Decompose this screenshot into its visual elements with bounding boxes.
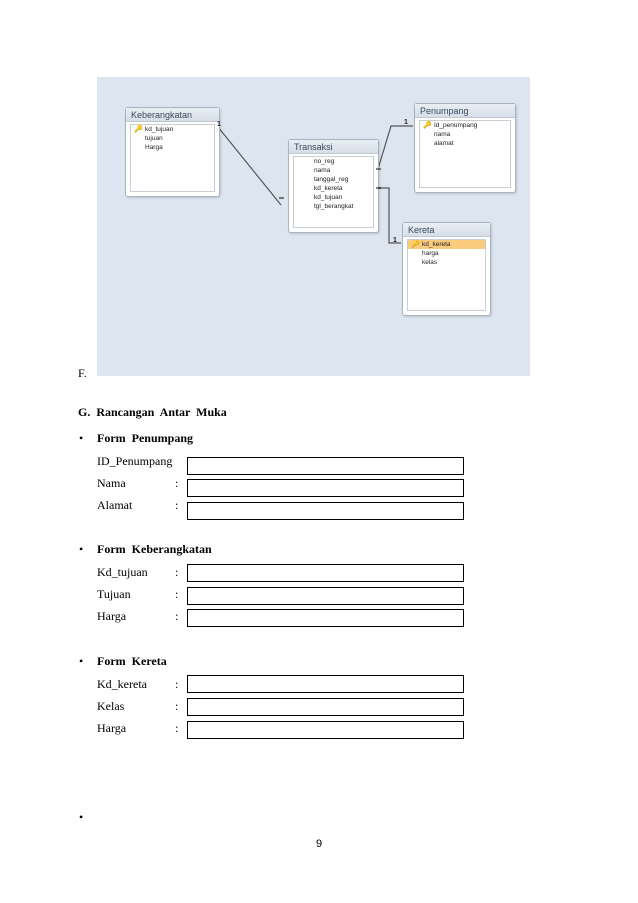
table-field: kelas [422,259,438,266]
table-field: Harga [145,144,163,151]
field-label: kd_tujuan [145,126,174,133]
field-label: kd_kereta [422,241,451,248]
table-field: kd_kereta [314,185,343,192]
table-field: tujuan [145,135,163,142]
field-colon: : [175,476,179,490]
section-g-heading: G. Rancangan Antar Muka [78,405,227,419]
key-icon: 🔑 [411,241,420,248]
key-icon: 🔑 [423,122,432,129]
table-field: tgl_berangkat [314,203,354,210]
field-label: Harga [97,721,127,735]
table-field: nama [314,167,331,174]
er-diagram: Keberangkatan 🔑kd_tujuan tujuan Harga Tr… [97,77,530,376]
section-f-label: F. [78,366,87,380]
field-colon: : [175,609,179,623]
field-label: Alamat [97,498,133,512]
field-colon: : [175,565,179,579]
cardinality-one: 1 [393,237,397,244]
tujuan-input[interactable] [187,587,464,605]
field-colon: : [175,677,179,691]
table-title: Transaksi [289,140,378,154]
form-keberangkatan-title: Form Keberangkatan [97,542,212,556]
kd-kereta-input[interactable] [187,675,464,693]
table-field: alamat [434,140,454,147]
table-field: harga [422,250,439,257]
key-icon: 🔑 [134,126,143,133]
table-field: kd_tujuan [314,194,343,201]
nama-input[interactable] [187,479,464,497]
field-label: Kd_kereta [97,677,147,691]
cardinality-many: ∞ [279,195,284,202]
table-transaksi: Transaksi no_reg nama tanggal_reg kd_ker… [288,139,379,233]
harga-input[interactable] [187,609,464,627]
table-field: nama [434,131,451,138]
table-field: no_reg [314,158,335,165]
table-title: Kereta [403,223,490,237]
table-penumpang: Penumpang 🔑Id_penumpang nama alamat [414,103,516,193]
bullet-icon: • [79,542,84,556]
table-field: 🔑kd_tujuan [131,125,214,134]
table-keberangkatan: Keberangkatan 🔑kd_tujuan tujuan Harga [125,107,220,197]
field-label: Id_penumpang [434,122,478,129]
field-colon: : [175,699,179,713]
field-label: ID_Penumpang [97,454,173,468]
bullet-icon: • [79,654,84,668]
field-label: Harga [97,609,127,623]
page-number: 9 [316,838,323,850]
bullet-icon: • [79,810,84,824]
field-label: Tujuan [97,587,131,601]
table-field-selected: 🔑kd_kereta [408,240,485,249]
kelas-input[interactable] [187,698,464,716]
field-label: Kd_tujuan [97,565,148,579]
relationship-lines [217,125,413,244]
field-label: Nama [97,476,126,490]
field-colon: : [175,721,179,735]
table-field: 🔑Id_penumpang [420,121,510,130]
field-label: Kelas [97,699,125,713]
field-colon: : [175,498,179,512]
id-penumpang-input[interactable] [187,457,464,475]
form-penumpang-title: Form Penumpang [97,431,193,445]
cardinality-one: 1 [404,119,408,126]
form-kereta-title: Form Kereta [97,654,167,668]
alamat-input[interactable] [187,502,464,520]
table-title: Penumpang [415,104,515,118]
cardinality-many: ∞ [376,185,381,192]
bullet-icon: • [79,431,84,445]
field-colon: : [175,587,179,601]
table-title: Keberangkatan [126,108,219,122]
table-field: tanggal_reg [314,176,349,183]
table-kereta: Kereta 🔑kd_kereta harga kelas [402,222,491,316]
harga-kereta-input[interactable] [187,721,464,739]
cardinality-many: ∞ [376,166,381,173]
cardinality-one: 1 [217,121,221,128]
kd-tujuan-input[interactable] [187,564,464,582]
